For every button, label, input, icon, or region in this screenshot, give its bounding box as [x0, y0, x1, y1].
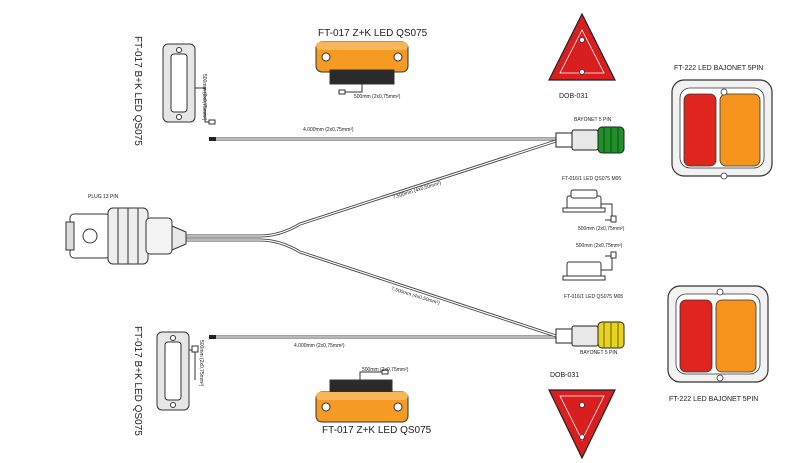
label-top-marker: FT-017 Z+K LED QS075 [318, 28, 428, 39]
triangle-top [548, 12, 616, 81]
label-top-marker-cable: 500mm (2x0,75mm²) [354, 94, 401, 100]
label-cable-top: 4.000mm (2x0,75mm²) [303, 127, 354, 133]
cables [185, 137, 557, 339]
label-bayonet-bottom: BAYONET 5 PIN [580, 350, 618, 356]
label-triangle-top: DOB-031 [559, 93, 589, 100]
label-top-side-cable: 500mm (2x0,75mm²) [201, 74, 207, 121]
plug-13-pin [65, 207, 187, 265]
rear-lamp-top [671, 79, 773, 180]
bayonet-connector-top [555, 126, 625, 154]
label-bottom-side-cable: 500mm (2x0,75mm²) [198, 340, 204, 387]
label-lamp-bottom: FT-222 LED BAJONET 5PIN [669, 396, 759, 403]
top-amber-marker-lamp [315, 41, 409, 95]
bottom-amber-marker-lamp [315, 369, 409, 423]
label-cable-bottom: 4.000mm (2x0,75mm²) [294, 343, 345, 349]
cable-branch-bottom [185, 238, 557, 338]
label-bayonet-top: BAYONET 5 PIN [574, 117, 612, 123]
bayonet-connector-bottom [555, 321, 625, 349]
bottom-side-marker-lamp [156, 331, 199, 411]
label-clearance-top: FT-016/1 LED QS075 M05 [562, 176, 622, 182]
label-clearance-top-cable: 500mm (2x0,75mm²) [578, 226, 625, 232]
label-top-side-marker: FT-017 B+K LED QS075 [132, 36, 143, 146]
triangle-bottom [548, 389, 616, 460]
label-bottom-marker-cable: 500mm (2x0,75mm²) [362, 367, 409, 373]
label-triangle-bottom: DOB-031 [550, 372, 580, 379]
rear-lamp-bottom [667, 285, 769, 383]
label-clearance-bottom-cable: 500mm (2x0,75mm²) [576, 243, 623, 249]
top-side-marker-lamp [162, 43, 216, 125]
clearance-lamp-bottom [562, 251, 617, 281]
label-bottom-marker: FT-017 Z+K LED QS075 [322, 425, 432, 436]
cable-branch-top [185, 139, 557, 238]
clearance-lamp-top [562, 189, 617, 223]
label-lamp-top: FT-222 LED BAJONET 5PIN [674, 65, 764, 72]
label-bottom-side-marker: FT-017 B+K LED QS075 [132, 326, 143, 436]
label-clearance-bottom: FT-016/1 LED QS075 M05 [564, 294, 624, 300]
label-plug: PLUG 13 PIN [88, 194, 119, 200]
